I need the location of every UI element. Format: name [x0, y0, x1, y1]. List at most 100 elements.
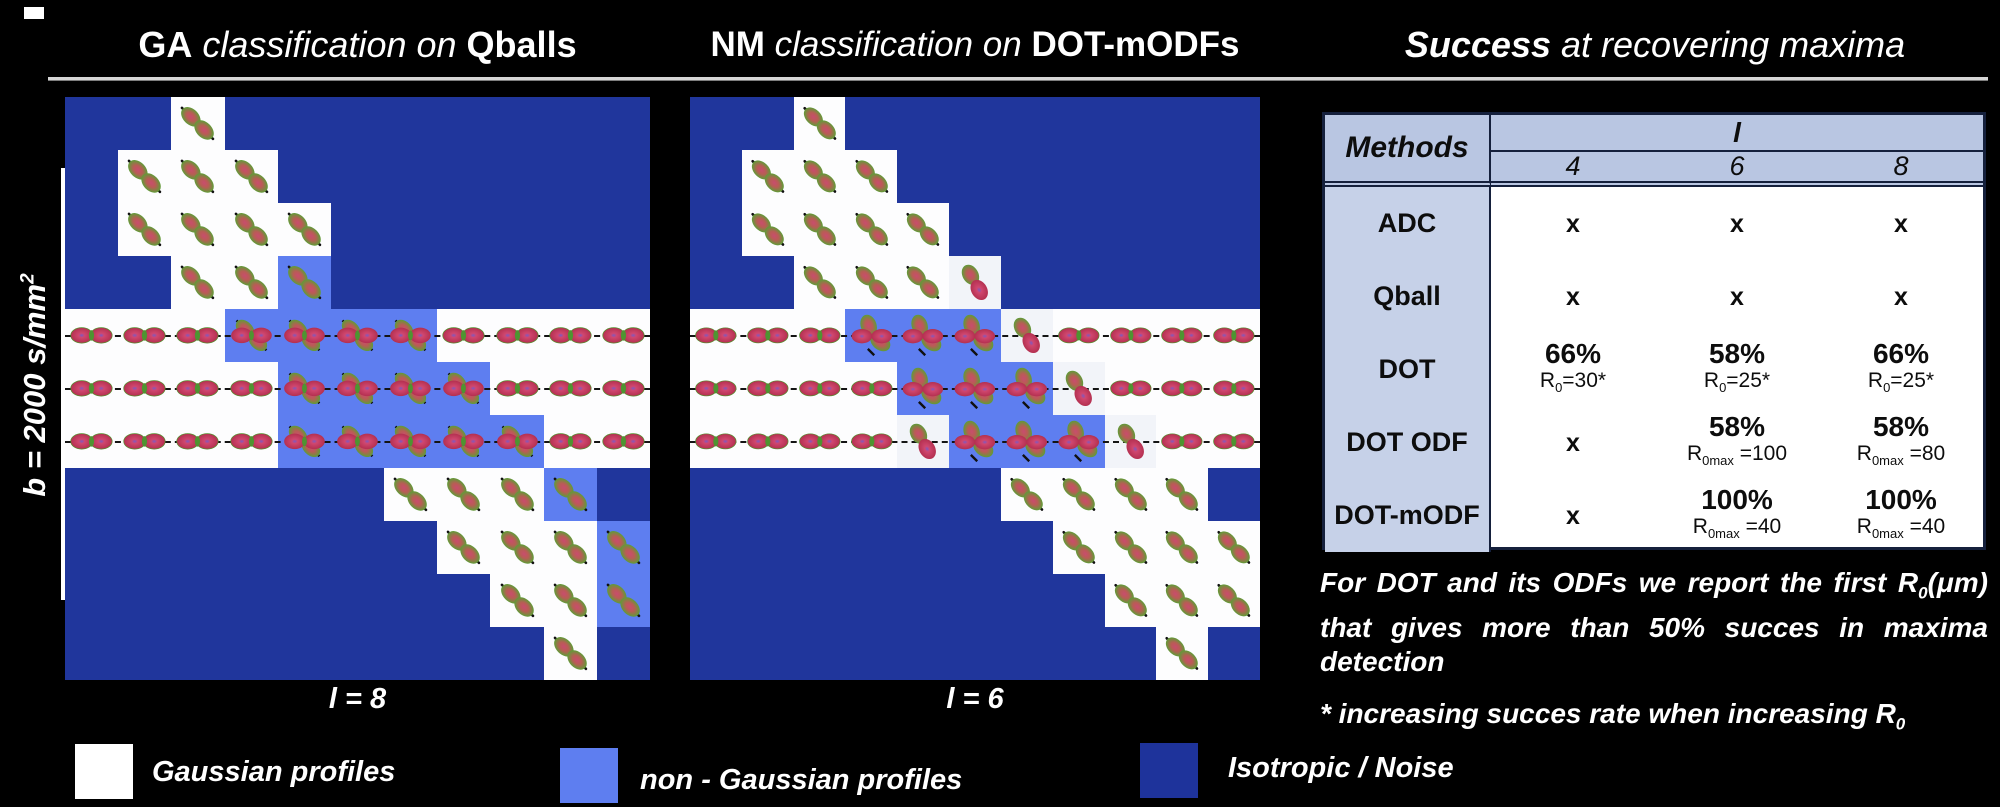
table-cell: 58%R0=25* — [1655, 333, 1819, 406]
crossing-fiber-glyph-icon — [1060, 366, 1097, 411]
horizontal-fiber-glyph-icon — [798, 327, 841, 344]
diagonal-fiber-glyph-icon — [1212, 525, 1256, 570]
phantom-cell — [845, 97, 898, 150]
phantom-cell — [224, 574, 278, 627]
diagonal-fiber-glyph-icon — [122, 154, 168, 199]
phantom-cell — [1156, 97, 1209, 150]
title-classification-on: classification on — [764, 25, 1032, 64]
table-footnote: For DOT and its ODFs we report the first… — [1320, 567, 1988, 677]
phantom-cell — [741, 362, 794, 415]
phantom-cell — [793, 309, 846, 362]
phantom-cell — [1052, 256, 1105, 309]
phantom-cell — [490, 468, 544, 521]
phantom-cell — [741, 97, 794, 150]
phantom-cell — [490, 521, 544, 574]
phantom-cell — [171, 415, 225, 468]
phantom-cell — [949, 362, 1001, 415]
diagonal-fiber-glyph-icon — [1108, 472, 1153, 517]
diagonal-fiber-glyph-icon — [1056, 472, 1101, 517]
phantom-cell — [1208, 415, 1260, 468]
phantom-cell — [949, 627, 1001, 680]
phantom-cell — [690, 415, 742, 468]
horizontal-fiber-glyph-icon — [850, 433, 892, 450]
phantom-cell — [845, 468, 898, 521]
phantom-cell — [596, 521, 650, 574]
phantom-cell — [65, 415, 119, 468]
crossing-fiber-glyph-icon — [442, 420, 486, 463]
b-value-label: b = 2000 s/mm2 — [17, 165, 57, 605]
phantom-cell — [690, 309, 742, 362]
cell-value: 66% — [1544, 337, 1602, 369]
diagonal-fiber-glyph-icon — [1160, 472, 1205, 517]
diagonal-fiber-glyph-icon — [228, 260, 274, 305]
phantom-cell — [437, 97, 491, 150]
phantom-cell — [741, 574, 794, 627]
phantom-cell — [1000, 97, 1053, 150]
phantom-cell — [224, 627, 278, 680]
phantom-cell — [384, 521, 438, 574]
phantom-cell — [1208, 97, 1260, 150]
phantom-cell — [793, 256, 846, 309]
b-value-exponent: 2 — [17, 273, 39, 284]
phantom-cell — [845, 521, 898, 574]
phantom-cell — [949, 97, 1001, 150]
phantom-cell — [596, 97, 650, 150]
phantom-cell — [65, 468, 119, 521]
cell-value: 100% — [1701, 483, 1773, 515]
diagonal-fiber-glyph-icon — [547, 472, 593, 517]
phantom-cell — [897, 256, 950, 309]
phantom-cell — [543, 574, 597, 627]
phantom-cell — [224, 309, 278, 362]
phantom-cell — [596, 574, 650, 627]
phantom-cell — [1000, 627, 1053, 680]
phantom-ga-qballs — [65, 97, 650, 680]
phantom-cell — [437, 203, 491, 256]
horizontal-fiber-glyph-icon — [176, 433, 220, 450]
phantom-cell — [543, 203, 597, 256]
phantom-cell — [65, 97, 119, 150]
phantom-cell — [845, 309, 898, 362]
phantom-cell — [1156, 415, 1209, 468]
crossing-fiber-glyph-icon — [282, 314, 326, 357]
horizontal-fiber-glyph-icon — [798, 433, 841, 450]
phantom-cell — [1208, 203, 1260, 256]
horizontal-fiber-glyph-icon — [123, 433, 166, 450]
phantom-cell — [224, 521, 278, 574]
phantom-cell — [793, 203, 846, 256]
phantom-cell — [1104, 362, 1157, 415]
phantom-cell — [741, 203, 794, 256]
phantom-cell — [224, 362, 278, 415]
crossing-fiber-glyph-icon — [335, 367, 380, 410]
phantom-cell — [171, 521, 225, 574]
phantom-cell — [1000, 362, 1053, 415]
phantom-cell — [1156, 150, 1209, 203]
horizontal-fiber-glyph-icon — [1161, 380, 1203, 397]
phantom-cell — [224, 256, 278, 309]
horizontal-fiber-glyph-icon — [123, 380, 166, 397]
phantom-cell — [437, 468, 491, 521]
phantom-cell — [330, 309, 385, 362]
horizontal-fiber-glyph-icon — [695, 327, 737, 344]
crossing-fiber-glyph-icon — [1005, 417, 1051, 463]
phantom-cell — [1156, 256, 1209, 309]
diagonal-fiber-glyph-icon — [797, 101, 842, 146]
horizontal-fiber-glyph-icon — [123, 327, 166, 344]
phantom-cell — [949, 150, 1001, 203]
horizontal-fiber-glyph-icon — [747, 327, 789, 344]
cell-value: 100% — [1865, 483, 1937, 515]
phantom-cell — [741, 627, 794, 680]
phantom-cell — [949, 309, 1001, 362]
phantom-cell — [845, 574, 898, 627]
phantom-cell — [1156, 574, 1209, 627]
cell-value: 58% — [1708, 410, 1766, 442]
diagonal-fiber-glyph-icon — [901, 260, 945, 305]
horizontal-fiber-glyph-icon — [442, 327, 485, 344]
crossing-fiber-glyph-icon — [335, 420, 380, 463]
horizontal-fiber-glyph-icon — [495, 327, 539, 344]
phantom-cell — [384, 468, 438, 521]
table-row-label: DOT ODF — [1325, 406, 1491, 479]
cell-subvalue: R0=25* — [1703, 368, 1771, 396]
phantom-cell — [277, 574, 331, 627]
table-header-l6: 6 — [1655, 151, 1819, 187]
horizontal-fiber-glyph-icon — [1161, 433, 1203, 450]
